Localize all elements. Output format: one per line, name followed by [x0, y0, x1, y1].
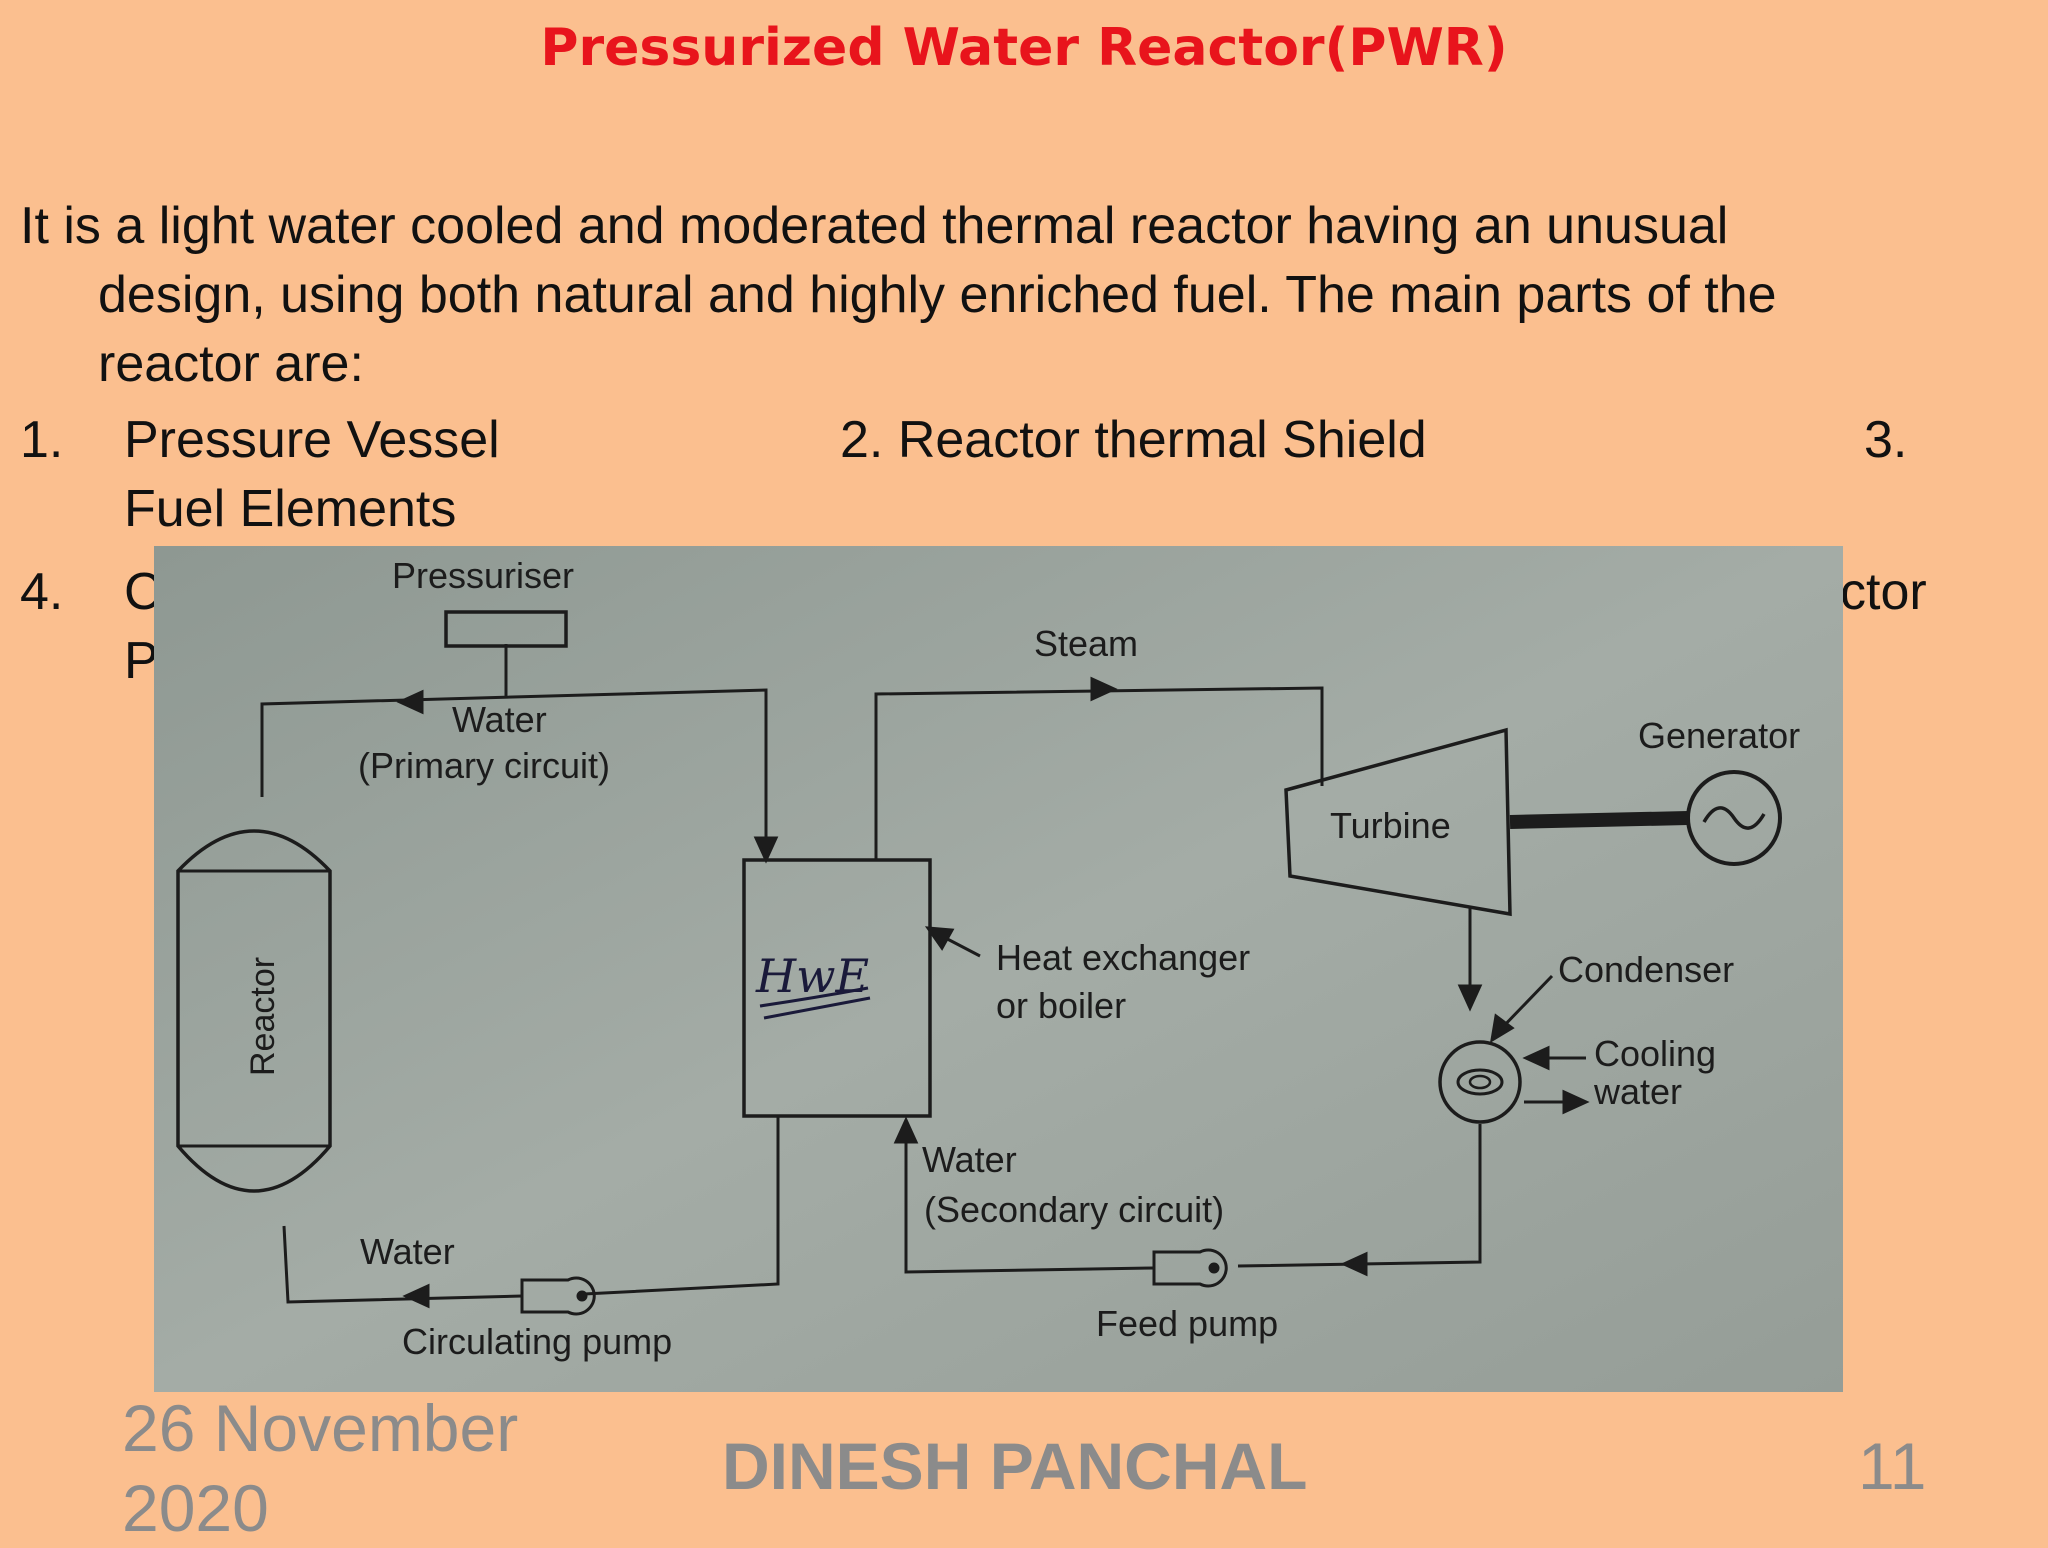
secondary-return-pipe	[1237, 1124, 1482, 1268]
secondary-circuit-label: (Secondary circuit)	[924, 1189, 1224, 1230]
cooling-water-label: water	[1593, 1071, 1682, 1112]
intro-line-1: It is a light water cooled and moderated…	[20, 197, 1729, 255]
turbine-shape	[1284, 727, 1512, 917]
footer-date-line-1: 26 November	[122, 1391, 519, 1465]
primary-water-label: Water	[452, 699, 547, 740]
list-number-1: 1.	[20, 411, 64, 469]
list-number-3: 3.	[1864, 411, 1908, 469]
return-flow-arrow	[402, 1283, 430, 1309]
photo-background	[154, 546, 1843, 1392]
footer-date-line-2: 2020	[122, 1471, 269, 1545]
footer-author: DINESH PANCHAL	[722, 1429, 1308, 1503]
secondary-water-label: Water	[922, 1139, 1017, 1180]
list-item-tail-partial: ctor	[1840, 563, 1927, 621]
primary-circuit-bottom-pipe	[282, 1225, 523, 1304]
primary-flow-arrow	[396, 689, 424, 715]
slide-title: Pressurized Water Reactor(PWR)	[540, 18, 1508, 78]
hx-pointer-arrow	[924, 926, 955, 951]
page-number: 11	[1858, 1429, 1927, 1503]
primary-circuit-label: (Primary circuit)	[358, 745, 610, 786]
intro-line-2: design, using both natural and highly en…	[98, 266, 1777, 324]
feed-pump-shape	[1152, 1248, 1228, 1288]
cooling-water-in-arrow	[1522, 1045, 1550, 1071]
condenser-inlet-arrow	[1457, 984, 1483, 1012]
footer-date: 26 November 2020	[122, 1388, 518, 1548]
heat-exchanger-box	[742, 858, 932, 1118]
pressuriser-box	[444, 610, 568, 648]
hx-secondary-inlet-arrow	[893, 1116, 919, 1144]
feed-pump-label: Feed pump	[1096, 1303, 1278, 1344]
hx-inlet-arrow	[753, 836, 779, 864]
cooling-water-out-arrow	[1562, 1089, 1590, 1115]
pwr-diagram-photo: Reactor Pressuriser Water (Primary circu…	[154, 546, 1843, 1392]
generator-label: Generator	[1638, 715, 1800, 756]
generator-icon	[1686, 770, 1782, 866]
circulating-pump-label: Circulating pump	[402, 1321, 672, 1362]
list-item-4-continuation-partial: P	[124, 632, 159, 690]
turbine-label: Turbine	[1330, 805, 1451, 846]
list-item-thermal-shield: 2. Reactor thermal Shield	[840, 411, 1427, 469]
primary-circuit-top-pipe	[260, 688, 768, 859]
intro-paragraph: It is a light water cooled and moderated…	[20, 192, 1980, 399]
condenser-label: Condenser	[1558, 949, 1734, 990]
intro-line-3: reactor are:	[98, 335, 364, 393]
heat-exchanger-handwritten-label: HwE	[755, 949, 869, 1003]
condenser-pointer-arrow	[1489, 1013, 1515, 1043]
circulating-pump-shape	[520, 1276, 596, 1316]
hx-underline	[759, 986, 871, 1020]
cooling-label: Cooling	[1594, 1033, 1716, 1074]
heat-exchanger-label: Heat exchanger	[996, 937, 1250, 978]
pressuriser-label: Pressuriser	[392, 555, 574, 596]
return-water-label: Water	[360, 1231, 455, 1272]
turbine-generator-shaft	[1509, 811, 1689, 829]
list-item-fuel-elements: Fuel Elements	[124, 480, 457, 538]
condenser-icon	[1438, 1040, 1522, 1124]
list-number-4: 4.	[20, 563, 64, 621]
steam-flow-arrow	[1090, 676, 1118, 702]
reactor-label: Reactor	[244, 957, 282, 1076]
secondary-return-arrow	[1340, 1251, 1368, 1277]
steam-label: Steam	[1034, 623, 1138, 664]
or-boiler-label: or boiler	[996, 985, 1126, 1026]
list-item-pressure-vessel: Pressure Vessel	[124, 411, 500, 469]
